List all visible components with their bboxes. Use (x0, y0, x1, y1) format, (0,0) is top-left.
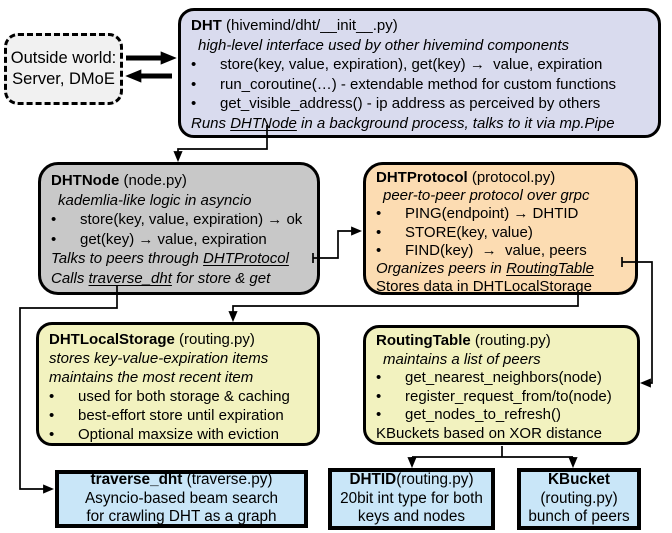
bullet-icon: • (51, 230, 57, 248)
bullet-icon: • (49, 426, 55, 443)
kbucket-box: KBucket (routing.py) bunch of peers (517, 468, 641, 530)
bullet-icon: • (376, 406, 382, 424)
routingtable-subtitle: maintains a list of peers (383, 350, 541, 368)
dht-subtitle: high-level interface used by other hivem… (198, 36, 570, 54)
dhtnode-subtitle: kademlia-like logic in asyncio (58, 191, 252, 209)
bullet-icon: • (49, 388, 55, 405)
dhtid-desc-1: 20bit int type for both (340, 489, 483, 507)
routingtable-bullet-1: •get_nearest_neighbors(node) (376, 369, 602, 387)
outside-world-label-1: Outside world: (10, 49, 117, 67)
routingtable-title: RoutingTable (routing.py) (366, 332, 637, 351)
dht-note: Runs DHTNode in a background process, ta… (191, 114, 615, 132)
routingtable-bullet-3: •get_nodes_to_refresh() (376, 406, 561, 424)
routingtable-note: KBuckets based on XOR distance (376, 424, 602, 442)
dhtid-title: DHTID(routing.py) (332, 471, 491, 490)
traverse-dht-box: traverse_dht (traverse.py) Asyncio-based… (55, 470, 308, 528)
dhtlocalstorage-subtitle-2: maintains the most recent item (49, 369, 254, 386)
dhtlocalstorage-subtitle-1: stores key-value-expiration items (49, 350, 269, 367)
kbucket-title: KBucket (521, 471, 637, 490)
traverse-dht-file-name: (traverse.py) (182, 471, 273, 489)
dht-class-name: DHT (191, 17, 222, 34)
dhtid-desc-2: keys and nodes (357, 508, 466, 526)
bullet-icon: • (191, 56, 197, 74)
dht-file-name: (hivemind/dht/__init__.py) (221, 17, 398, 34)
dhtprotocol-file-name: (protocol.py) (467, 169, 556, 186)
dhtlocalstorage-box: DHTLocalStorage (routing.py) stores key-… (36, 322, 320, 446)
bullet-icon: • (51, 211, 57, 229)
dhtprotocol-box: DHTProtocol (protocol.py) peer-to-peer p… (363, 162, 638, 295)
dhtnode-bullet-2: •get(key) → value, expiration (51, 230, 267, 248)
kbucket-file-name: (routing.py) (540, 489, 618, 507)
bullet-icon: • (376, 369, 382, 387)
routingtable-reference: RoutingTable (506, 260, 594, 278)
bullet-icon: • (191, 75, 197, 93)
dhtprotocol-bullet-3: •FIND(key) → value, peers (376, 241, 587, 259)
dhtid-class-name: DHTID (349, 471, 397, 489)
traverse-dht-function-name: traverse_dht (90, 471, 183, 489)
bullet-icon: • (376, 205, 382, 223)
routingtable-bullet-2: •register_request_from/to(node) (376, 387, 612, 405)
traverse-dht-reference: traverse_dht (88, 269, 172, 287)
dhtnode-note-1: Talks to peers through DHTProtocol (51, 250, 289, 268)
routingtable-box: RoutingTable (routing.py) maintains a li… (363, 325, 640, 445)
dhtlocalstorage-title: DHTLocalStorage (routing.py) (39, 330, 317, 349)
dhtprotocol-bullet-1: •PING(endpoint) → DHTID (376, 205, 579, 223)
routingtable-class-name: RoutingTable (376, 332, 471, 349)
routingtable-file-name: (routing.py) (470, 332, 551, 349)
bullet-icon: • (376, 223, 382, 241)
bullet-icon: • (376, 241, 382, 259)
dht-bullet-2: •run_coroutine(…) - extendable method fo… (191, 75, 617, 93)
traverse-dht-desc-2: for crawling DHT as a graph (86, 508, 277, 526)
dhtprotocol-class-name: DHTProtocol (376, 169, 468, 186)
dhtnode-file-name: (node.py) (119, 172, 187, 189)
dhtprotocol-note-2: Stores data in DHTLocalStorage (376, 278, 592, 296)
dhtid-file-name: (routing.py) (396, 471, 474, 489)
dhtnode-title: DHTNode (node.py) (41, 171, 317, 191)
dhtlocalstorage-class-name: DHTLocalStorage (49, 331, 175, 348)
kbucket-desc: bunch of peers (528, 508, 630, 526)
dhtlocalstorage-bullet-1: •used for both storage & caching (49, 388, 290, 405)
bullet-icon: • (49, 407, 55, 424)
kbucket-class-name: KBucket (547, 471, 611, 489)
dhtprotocol-bullet-2: •STORE(key, value) (376, 223, 533, 241)
outside-world-box: Outside world: Server, DMoE (4, 33, 123, 105)
dhtnode-bullet-1: •store(key, value, expiration) → ok (51, 211, 303, 229)
dhtprotocol-reference: DHTProtocol (203, 250, 289, 268)
connector-routingtable-split (412, 446, 573, 458)
outside-world-label-2: Server, DMoE (12, 70, 115, 88)
dhtnode-reference: DHTNode (230, 114, 297, 132)
dhtnode-box: DHTNode (node.py) kademlia-like logic in… (38, 162, 320, 295)
dhtid-box: DHTID(routing.py) 20bit int type for bot… (328, 468, 495, 530)
traverse-dht-desc-1: Asyncio-based beam search (84, 489, 278, 507)
dht-box: DHT (hivemind/dht/__init__.py) high-leve… (178, 8, 661, 138)
dhtlocalstorage-file-name: (routing.py) (174, 331, 255, 348)
dhtprotocol-title: DHTProtocol (protocol.py) (366, 169, 635, 187)
localstorage-reference: LocalStorage (503, 278, 592, 296)
dhtlocalstorage-bullet-2: •best-effort store until expiration (49, 407, 284, 424)
traverse-dht-title: traverse_dht (traverse.py) (59, 471, 304, 490)
dht-title: DHT (hivemind/dht/__init__.py) (181, 16, 658, 36)
dhtnode-class-name: DHTNode (51, 172, 120, 189)
dhtprotocol-note-1: Organizes peers in RoutingTable (376, 260, 594, 278)
dhtlocalstorage-bullet-3: •Optional maxsize with eviction (49, 426, 279, 443)
dhtnode-note-2: Calls traverse_dht for store & get (51, 269, 271, 287)
dht-bullet-1: •store(key, value, expiration), get(key)… (191, 56, 603, 74)
bullet-icon: • (376, 387, 382, 405)
dhtprotocol-subtitle: peer-to-peer protocol over grpc (383, 187, 590, 205)
bullet-icon: • (191, 95, 197, 113)
dht-bullet-3: •get_visible_address() - ip address as p… (191, 95, 601, 113)
